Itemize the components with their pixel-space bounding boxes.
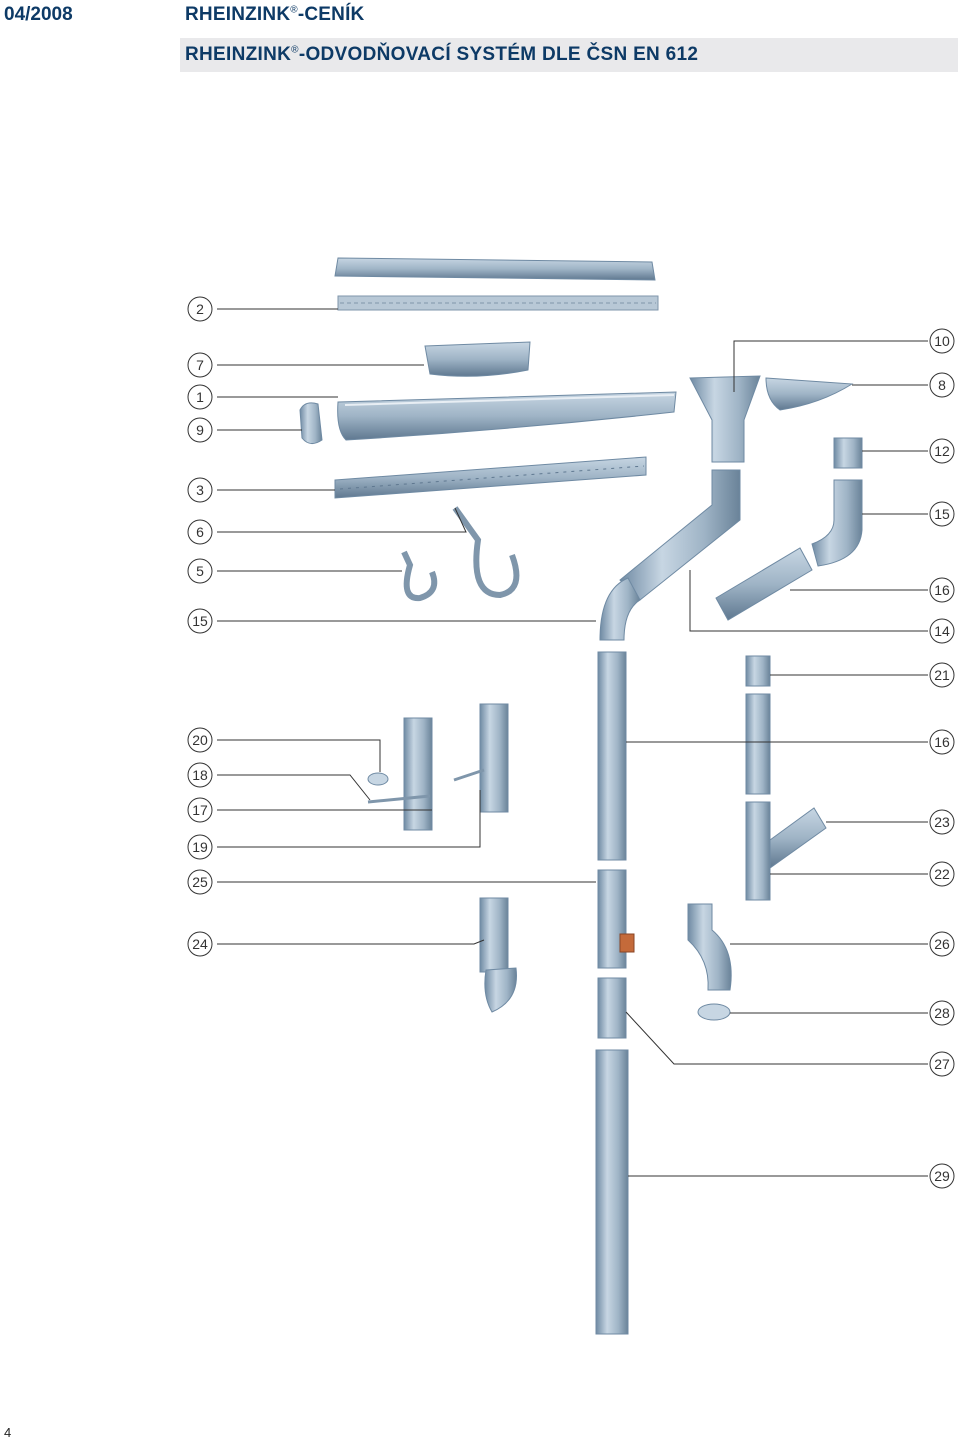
svg-text:26: 26 — [934, 936, 950, 952]
svg-text:14: 14 — [934, 623, 950, 639]
downpipe-bend-upper — [619, 469, 741, 601]
svg-text:15: 15 — [934, 506, 950, 522]
leader-lines-right — [625, 340, 928, 1177]
callout-6: 6 — [187, 519, 213, 545]
callout-20: 20 — [187, 727, 213, 753]
callouts-right: 10 8 12 15 16 14 21 16 23 22 26 28 27 29 — [929, 328, 955, 1189]
main-downpipe — [595, 651, 635, 1335]
svg-text:24: 24 — [192, 936, 208, 952]
svg-text:29: 29 — [934, 1168, 950, 1184]
pipe-with-pin — [453, 703, 509, 813]
callout-25: 25 — [187, 869, 213, 895]
callout-23: 23 — [929, 809, 955, 835]
gutter-connector — [424, 341, 531, 377]
gutter-hanger-rail — [334, 456, 647, 499]
gutter-end-cap — [299, 402, 323, 444]
svg-text:18: 18 — [192, 767, 208, 783]
svg-text:27: 27 — [934, 1056, 950, 1072]
svg-text:9: 9 — [196, 422, 204, 438]
callout-26: 26 — [929, 931, 955, 957]
svg-text:21: 21 — [934, 667, 950, 683]
gutter-outlet — [689, 375, 761, 463]
callout-21: 21 — [929, 662, 955, 688]
callout-22: 22 — [929, 861, 955, 887]
callout-7: 7 — [187, 352, 213, 378]
svg-text:2: 2 — [196, 301, 204, 317]
svg-text:12: 12 — [934, 443, 950, 459]
pipe-bend-right — [811, 479, 863, 567]
subtitle-band — [180, 38, 958, 72]
callout-5: 5 — [187, 558, 213, 584]
svg-text:3: 3 — [196, 482, 204, 498]
downpipe-bend-lower — [599, 577, 641, 641]
callout-1: 1 — [187, 384, 213, 410]
svg-text:23: 23 — [934, 814, 950, 830]
callouts-left: 2 7 1 9 3 6 5 15 20 18 17 19 25 24 — [187, 296, 213, 957]
callout-27: 27 — [929, 1051, 955, 1077]
callout-24: 24 — [187, 931, 213, 957]
pipe-ring — [697, 1003, 731, 1021]
pipe-mid-16 — [745, 693, 771, 795]
pipe-with-clip — [367, 717, 433, 831]
svg-text:25: 25 — [192, 874, 208, 890]
callout-3: 3 — [187, 477, 213, 503]
callout-29: 29 — [929, 1163, 955, 1189]
svg-text:8: 8 — [938, 377, 946, 393]
callout-9: 9 — [187, 417, 213, 443]
svg-text:19: 19 — [192, 839, 208, 855]
svg-text:1: 1 — [196, 389, 204, 405]
gutter-bracket-short — [401, 550, 438, 602]
gutter-cover — [334, 257, 656, 281]
svg-text:28: 28 — [934, 1005, 950, 1021]
svg-text:5: 5 — [196, 563, 204, 579]
callout-15-left: 15 — [187, 608, 213, 634]
callout-17: 17 — [187, 797, 213, 823]
callout-16-lower: 16 — [929, 729, 955, 755]
price-list-title: RHEINZINK®-CENÍK — [185, 4, 365, 25]
date: 04/2008 — [4, 4, 73, 25]
svg-text:6: 6 — [196, 524, 204, 540]
svg-text:22: 22 — [934, 866, 950, 882]
pipe-short-21 — [745, 655, 771, 687]
svg-text:20: 20 — [192, 732, 208, 748]
callout-2: 2 — [187, 296, 213, 322]
callout-18: 18 — [187, 762, 213, 788]
page-number: 4 — [4, 1425, 12, 1440]
gutter-corner — [765, 377, 854, 411]
half-round-gutter — [337, 391, 677, 441]
leader-lines-left — [217, 308, 596, 945]
svg-text:15: 15 — [192, 613, 208, 629]
callout-10: 10 — [929, 328, 955, 354]
offset-bend — [687, 903, 732, 991]
svg-text:10: 10 — [934, 333, 950, 349]
gutter-mesh-guard — [337, 295, 659, 311]
branch-pipe — [745, 801, 827, 901]
callout-28: 28 — [929, 1000, 955, 1026]
callout-16-upper: 16 — [929, 577, 955, 603]
svg-text:7: 7 — [196, 357, 204, 373]
page-subtitle: RHEINZINK®-ODVODŇOVACÍ SYSTÉM DLE ČSN EN… — [185, 44, 699, 65]
rainwater-diverter — [479, 897, 517, 1013]
pipe-socket-short — [833, 437, 863, 469]
callout-14: 14 — [929, 618, 955, 644]
svg-text:17: 17 — [192, 802, 208, 818]
callout-19: 19 — [187, 834, 213, 860]
callout-12: 12 — [929, 438, 955, 464]
gutter-bracket-long — [452, 506, 520, 599]
pipe-section-diagonal — [715, 547, 813, 621]
svg-text:16: 16 — [934, 734, 950, 750]
callout-8: 8 — [929, 372, 955, 398]
svg-text:16: 16 — [934, 582, 950, 598]
callout-15-right: 15 — [929, 501, 955, 527]
